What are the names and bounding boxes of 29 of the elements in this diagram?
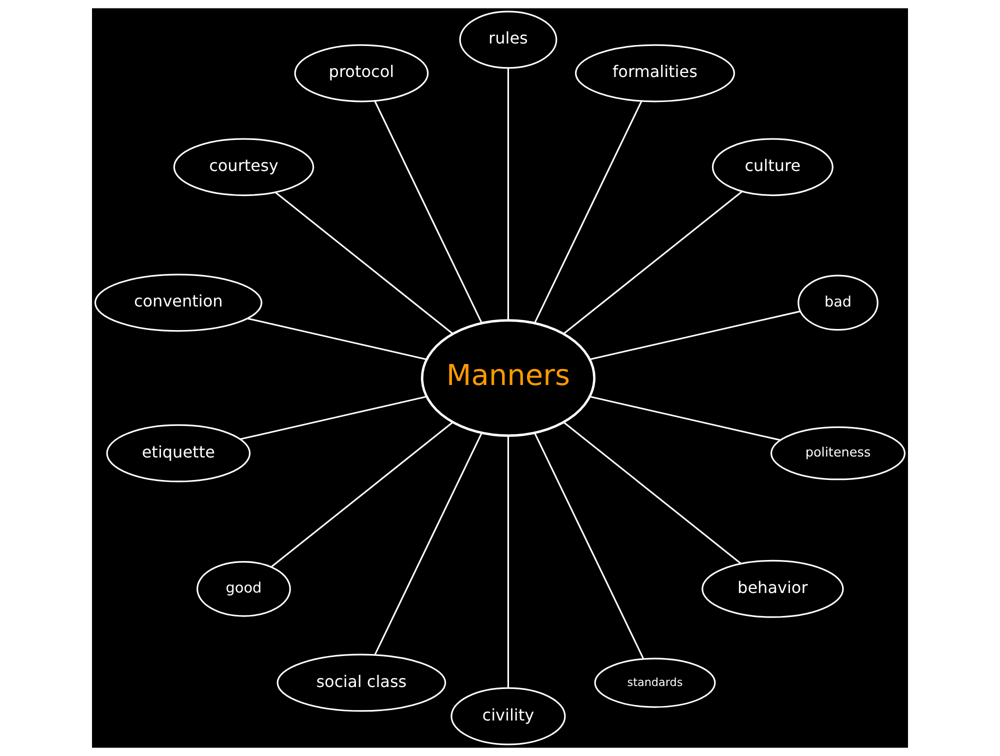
node-ellipse: protocol — [294, 44, 429, 102]
connector — [274, 192, 454, 334]
connector — [590, 396, 780, 441]
node-ellipse: politeness — [770, 426, 906, 480]
connector — [240, 396, 427, 440]
node-ellipse: culture — [712, 138, 834, 196]
connector — [507, 436, 509, 688]
node-ellipse: social class — [276, 654, 446, 712]
connector — [271, 422, 454, 568]
node-ellipse: etiquette — [106, 424, 251, 482]
node-ellipse: rules — [459, 10, 558, 69]
node-ellipse: convention — [94, 274, 262, 332]
connector — [507, 68, 509, 320]
node-ellipse: good — [196, 561, 291, 617]
node-ellipse: bad — [798, 274, 878, 331]
connector — [374, 432, 482, 655]
connector — [248, 318, 427, 360]
node-ellipse: civility — [450, 687, 566, 746]
node-ellipse: Manners — [420, 319, 596, 437]
node-ellipse: formalities — [574, 44, 736, 102]
connector — [563, 422, 742, 564]
connector — [534, 432, 644, 660]
connector — [563, 190, 743, 334]
connector — [374, 100, 482, 324]
node-ellipse: standards — [594, 658, 716, 708]
connector — [534, 101, 642, 324]
connector — [590, 310, 801, 360]
node-ellipse: behavior — [702, 560, 844, 618]
node-ellipse: courtesy — [173, 138, 314, 196]
